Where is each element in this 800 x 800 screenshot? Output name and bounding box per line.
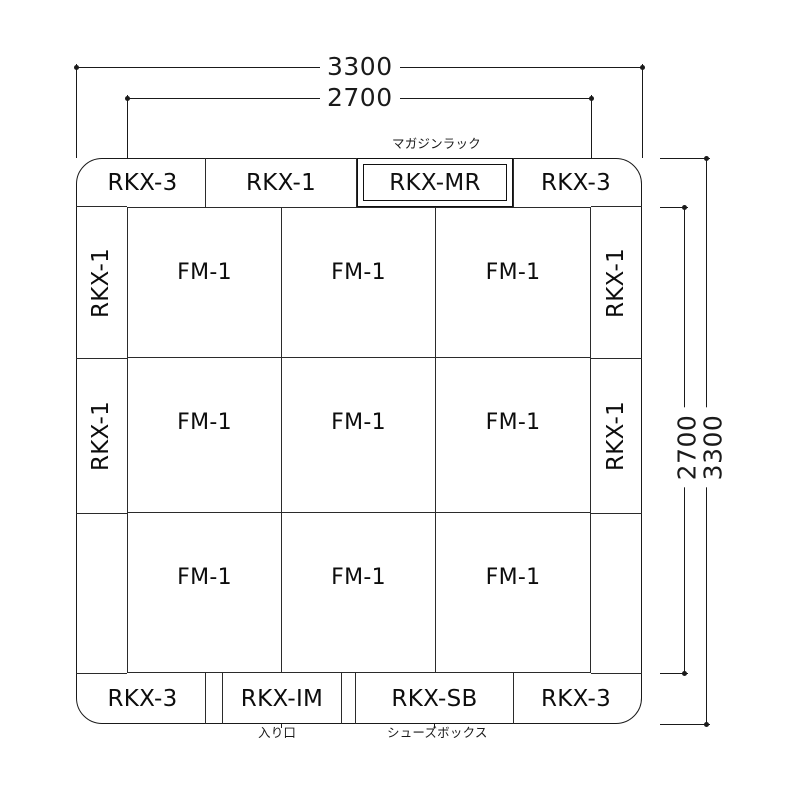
grid-divider-h-1 (128, 357, 590, 359)
dim-label-top-inner: 2700 (320, 85, 400, 110)
panel-bottom-gap-2[interactable] (342, 674, 355, 724)
panel-label: RKX-1 (88, 247, 115, 318)
floor-mat-r3c3[interactable]: FM-1 (436, 513, 590, 672)
panel-label: RKX-IM (240, 686, 324, 712)
separator-top-band-right (591, 206, 642, 208)
panel-label: RKX-3 (107, 686, 178, 712)
separator-bottom-2 (222, 673, 224, 724)
separator-right-2 (591, 513, 642, 515)
panel-bottom-rkx-sb[interactable]: RKX-SB (356, 674, 513, 724)
panel-right-rkx-1-lower[interactable]: RKX-1 (591, 359, 642, 513)
panel-bottom-gap-1[interactable] (206, 674, 222, 724)
floor-mat-r2c1[interactable]: FM-1 (128, 358, 281, 512)
dim-label-right-outer: 3300 (698, 407, 727, 488)
leader-line-entrance (281, 724, 282, 728)
floor-mat-label: FM-1 (485, 410, 541, 435)
panel-label: RKX-3 (540, 686, 612, 712)
grid-divider-v-1 (281, 208, 283, 672)
separator-bottom-3 (341, 673, 343, 724)
panel-left-rkx-1-lower[interactable]: RKX-1 (76, 359, 127, 513)
grid-divider-v-2 (435, 208, 437, 672)
annotation-entrance: 入り口 (258, 725, 297, 740)
separator-bottom-1 (205, 673, 207, 724)
floor-mat-label: FM-1 (485, 260, 541, 285)
floor-mat-r3c2[interactable]: FM-1 (282, 513, 435, 672)
panel-bottom-rkx-3-right[interactable]: RKX-3 (514, 674, 638, 724)
floor-mat-r1c1[interactable]: FM-1 (128, 208, 281, 357)
separator-top-band (76, 206, 127, 208)
dim-ext-line-right-outer-bottom (660, 724, 710, 725)
floor-mat-r3c1[interactable]: FM-1 (128, 513, 281, 672)
dim-ext-line-top-inner-right (591, 95, 592, 158)
floor-mat-r2c3[interactable]: FM-1 (436, 358, 590, 512)
floor-mat-label: FM-1 (331, 260, 386, 285)
panel-label: RKX-1 (245, 169, 317, 196)
dim-tick-top-outer-right (640, 65, 645, 70)
floor-mat-r1c3[interactable]: FM-1 (436, 208, 590, 357)
panel-label: RKX-MR (389, 169, 481, 196)
separator-bottom-4 (355, 673, 357, 724)
separator-top-1 (205, 158, 207, 207)
leader-line-shoes-box (434, 724, 435, 728)
dim-tick-right-outer-bottom (704, 722, 709, 727)
floor-mat-label: FM-1 (331, 410, 386, 435)
dim-ext-line-top-outer-left (76, 64, 77, 158)
annotation-shoes-box: シューズボックス (387, 725, 488, 740)
dim-label-top-outer: 3300 (320, 54, 400, 79)
separator-bottom-band-right (591, 673, 642, 675)
dim-ext-line-top-outer-right (642, 64, 643, 158)
floor-mat-grid: FM-1 FM-1 FM-1 FM-1 FM-1 FM-1 FM-1 FM-1 … (127, 207, 591, 673)
floor-mat-label: FM-1 (177, 410, 232, 435)
floor-mat-r1c2[interactable]: FM-1 (282, 208, 435, 357)
floor-mat-label: FM-1 (485, 565, 541, 590)
separator-left-2 (76, 513, 127, 515)
separator-bottom-5 (513, 673, 515, 724)
panel-label: RKX-1 (603, 247, 630, 318)
panel-label: RKX-3 (540, 169, 612, 196)
panel-bottom-rkx-3-left[interactable]: RKX-3 (80, 674, 205, 724)
dim-ext-line-top-inner-left (127, 95, 128, 158)
panel-right-rkx-1-upper[interactable]: RKX-1 (591, 207, 642, 358)
panel-top-rkx-1[interactable]: RKX-1 (206, 158, 356, 207)
dim-tick-top-inner-right (589, 96, 594, 101)
dim-label-right-inner: 2700 (672, 407, 701, 488)
separator-left-1 (76, 358, 127, 360)
panel-label: RKX-1 (603, 400, 630, 472)
grid-divider-h-2 (128, 512, 590, 514)
separator-bottom-band (76, 673, 127, 675)
dim-tick-top-outer-left (74, 65, 79, 70)
panel-bottom-rkx-im[interactable]: RKX-IM (223, 674, 341, 724)
separator-top-3 (513, 158, 515, 207)
dim-tick-right-inner-top (682, 205, 687, 210)
panel-top-rkx-3-right[interactable]: RKX-3 (514, 158, 638, 207)
dim-ext-line-right-inner-bottom (660, 673, 688, 674)
dim-tick-right-outer-top (704, 156, 709, 161)
floor-mat-label: FM-1 (331, 565, 386, 590)
panel-top-rkx-mr[interactable]: RKX-MR (363, 164, 507, 201)
panel-top-rkx-3-left[interactable]: RKX-3 (80, 158, 205, 207)
panel-label: RKX-SB (391, 686, 478, 712)
dim-ext-line-right-inner-top (660, 207, 688, 208)
panel-label: RKX-3 (107, 169, 178, 196)
panel-left-rkx-1-upper[interactable]: RKX-1 (76, 207, 127, 358)
dim-tick-right-inner-bottom (682, 671, 687, 676)
separator-top-2 (356, 158, 358, 207)
panel-label: RKX-1 (88, 400, 115, 472)
dim-tick-top-inner-left (125, 96, 130, 101)
dim-ext-line-right-outer-top (660, 158, 710, 159)
floor-mat-label: FM-1 (177, 565, 232, 590)
annotation-magazine-rack: マガジンラック (392, 136, 481, 151)
floor-mat-r2c2[interactable]: FM-1 (282, 358, 435, 512)
floor-mat-label: FM-1 (177, 260, 232, 285)
separator-right-1 (591, 358, 642, 360)
